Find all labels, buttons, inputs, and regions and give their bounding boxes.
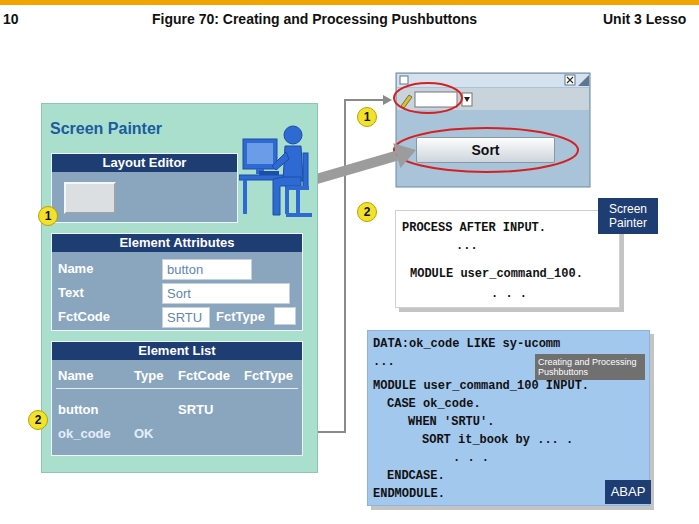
element-attributes-box: Element AttributesNameTextFctCode FctType… [51,233,303,331]
code-line: SORT it_book by ... . [422,433,573,447]
tag-badge: Screen Painter [598,198,658,234]
table-cell: OK [134,426,154,441]
arrowhead [393,143,416,168]
code-line: DATA:ok_code LIKE sy-ucomm [373,337,560,351]
code-line: ENDCASE. [387,469,445,483]
table-cell: ok_code [58,426,111,441]
box-text: button [167,262,203,277]
code-line: WHEN 'SRTU'. [408,415,494,429]
table-cell: button [58,402,98,417]
box-text: Creating and Processing Pushbuttons [538,357,642,377]
callout-number: 1 [357,107,377,127]
figure-title: Figure 70: Creating and Processing Pushb… [152,11,477,27]
highlight-ellipse [394,83,462,113]
tooltip: Creating and Processing Pushbuttons [535,354,645,380]
callout-number: 1 [38,206,58,226]
header-bar [0,0,699,5]
box-text: ABAP [611,485,646,499]
element-list-box: Element ListName Type FctCode FctType button… [51,341,303,456]
input-field: SRTU [162,307,210,328]
unit-header: Unit 3 Lesso [603,11,686,27]
input-field: Sort [162,283,290,304]
code-line: CASE ok_code. [387,397,481,411]
code-line: PROCESS AFTER INPUT. [402,221,546,235]
code-line: ENDMODULE. [373,487,445,501]
code-line: . . . [491,287,527,301]
box-text: Screen Painter [600,202,656,230]
box-text: Sort [167,286,191,301]
column-header: FctType [244,368,293,383]
column-header: Type [134,368,163,383]
column-header: Name [58,368,93,383]
box-header: Element List [52,342,302,360]
screen-painter-panel: Screen PainterLayout EditorElement Attri… [41,103,318,473]
empty-input-field [274,307,296,325]
callout-number: 2 [357,202,377,222]
dialog-window [396,73,590,187]
code-line: MODULE user_command_100. [410,267,583,281]
sort-pushbutton: Sort [416,137,555,163]
callout-number: 2 [28,410,48,430]
tag-badge: ABAP [605,480,651,504]
person-at-computer-illustration [239,119,315,227]
box-header: Layout Editor [52,154,237,172]
input-field: button [162,259,252,280]
code-line: ... [373,355,395,369]
layout-editor-box: Layout Editor [51,153,238,223]
box-text: Sort [472,142,500,158]
attribute-label: FctCode [58,309,110,324]
table-cell: SRTU [178,402,213,417]
abap-code-box: DATA:ok_code LIKE sy-ucomm... MODULE user… [367,330,650,506]
table-rule [56,388,298,389]
panel-title: Screen Painter [50,120,162,138]
attribute-label: Text [58,285,84,300]
code-line: . . . [453,451,489,465]
code-line: MODULE user_command_100 INPUT. [373,379,589,393]
attribute-label: Name [58,261,93,276]
flow-logic-code-box: PROCESS AFTER INPUT.... MODULE user_comma… [395,210,620,308]
box-text: SRTU [167,310,202,325]
box-header: Element Attributes [52,234,302,252]
page-number: 10 [3,11,19,27]
code-line: ... [456,239,478,253]
attribute-label: FctType [216,309,265,324]
highlight-ellipse [394,128,578,172]
pushbutton-preview [64,182,116,214]
column-header: FctCode [178,368,230,383]
